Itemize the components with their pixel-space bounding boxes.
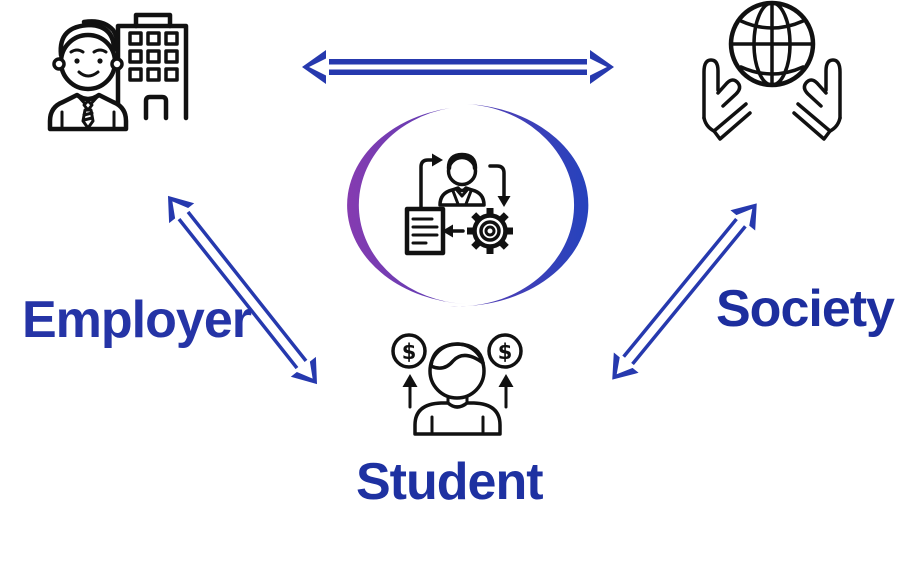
document-icon	[404, 206, 446, 256]
right-arrowhead-icon	[432, 153, 443, 167]
society-icon	[702, 0, 842, 141]
dollar-coin-icon: $	[487, 333, 523, 369]
arrow-employer-society	[302, 50, 614, 84]
student-label: Student	[356, 453, 544, 511]
businessman-icon	[47, 19, 129, 132]
society-label: Society	[716, 280, 895, 338]
dollar-coin-icon: $	[391, 333, 427, 369]
student-icon: $ $	[391, 333, 523, 436]
arrow-society-student	[612, 203, 757, 380]
dollar-symbol: $	[402, 340, 417, 364]
center-process-icon	[404, 152, 513, 256]
process-person-icon	[438, 152, 486, 207]
up-arrow-icon	[498, 374, 514, 409]
arrow-employer-student	[167, 195, 318, 385]
dollar-symbol: $	[498, 340, 513, 364]
office-building-icon	[115, 12, 189, 121]
left-hand-icon	[702, 58, 752, 141]
globe-icon	[728, 0, 816, 88]
student-person-icon	[413, 342, 502, 436]
gear-icon	[467, 208, 513, 254]
employer-icon	[47, 12, 189, 132]
right-hand-icon	[792, 58, 842, 141]
up-arrow-icon	[402, 374, 418, 409]
left-arrowhead-icon	[442, 224, 453, 238]
employer-label: Employer	[22, 291, 252, 349]
down-arrowhead-icon	[497, 196, 511, 207]
